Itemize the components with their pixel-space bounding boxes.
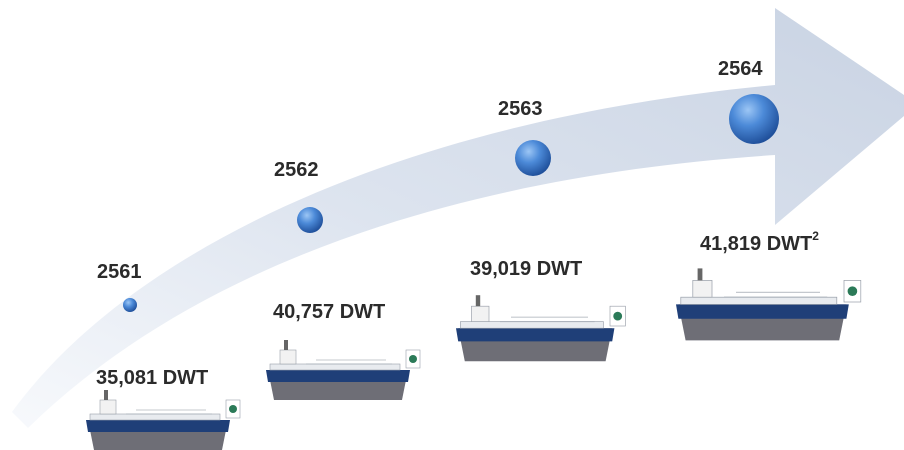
year-label-2561: 2561 [97, 261, 142, 283]
dwt-label-2563: 39,019 DWT [470, 258, 583, 280]
dwt-label-2562: 40,757 DWT [273, 301, 386, 323]
footnote-marker: 2 [812, 229, 819, 244]
year-label-2563: 2563 [498, 98, 543, 120]
tanker-ship-icon [676, 268, 862, 341]
tanker-ship-icon [266, 340, 421, 400]
tanker-ship-icon [456, 295, 626, 362]
tanker-ship-icon [86, 390, 241, 450]
year-label-2564: 2564 [718, 58, 763, 80]
dwt-label-2564: 41,819 DWT2 [700, 230, 819, 256]
milestone-dot-icon [729, 94, 779, 144]
milestone-dot-icon [515, 140, 551, 176]
dwt-value: 41,819 DWT [700, 233, 813, 255]
milestone-dot-icon [297, 207, 323, 233]
growth-arrow-icon [12, 8, 904, 428]
year-label-2562: 2562 [274, 159, 319, 181]
milestone-dot-icon [123, 298, 137, 312]
dwt-label-2561: 35,081 DWT [96, 367, 209, 389]
